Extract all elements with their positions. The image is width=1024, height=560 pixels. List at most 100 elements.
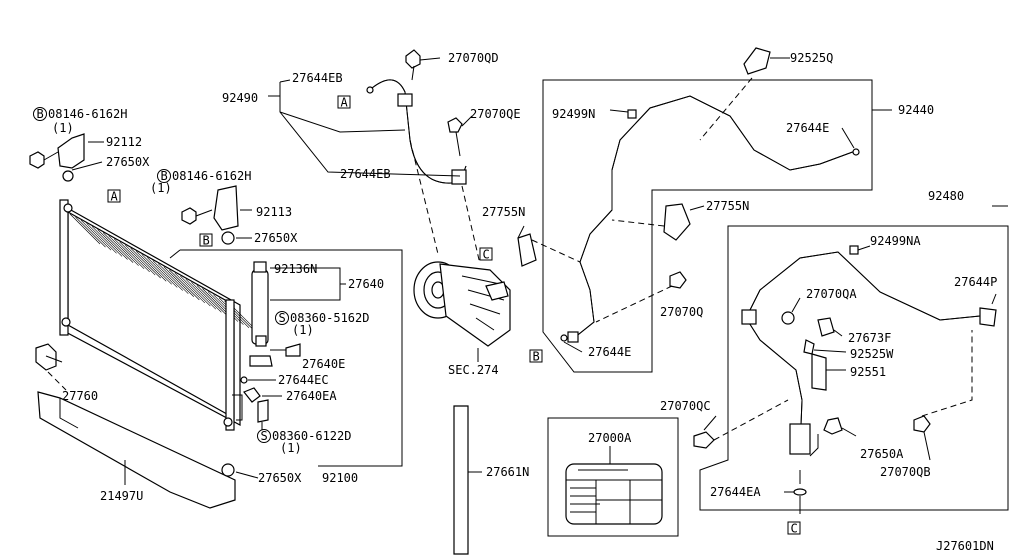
part-label: 27760 <box>62 389 98 403</box>
condenser-fin <box>174 272 206 304</box>
ref-box <box>529 349 543 363</box>
condenser-fin <box>185 278 217 310</box>
ref-letter: A <box>341 96 349 110</box>
caution-label-27000A <box>565 463 663 525</box>
part-label: 92490 <box>222 91 258 105</box>
ref-letter: B <box>203 234 210 248</box>
condenser-fin <box>108 235 139 266</box>
bracket-27760 <box>35 343 57 371</box>
part-label: 27644EB <box>292 71 343 85</box>
part-label: 27640E <box>302 357 345 371</box>
condenser-fin <box>191 282 222 313</box>
part-label: 27070QC <box>660 399 711 413</box>
part-label: 92113 <box>256 205 292 219</box>
ref-letter: C <box>483 248 490 262</box>
part-label: 27000A <box>588 431 632 445</box>
bolt-27070QD <box>405 49 421 69</box>
pipe-92440-frame <box>542 79 873 373</box>
part-label: 27640EA <box>286 389 337 403</box>
condenser-fin <box>180 275 211 307</box>
oring-27644EC <box>240 376 248 384</box>
condenser-fin <box>102 232 134 263</box>
part-label: 08360-5162D <box>290 311 369 325</box>
compressor-sec274 <box>413 261 511 362</box>
part-label: (1) <box>292 323 314 337</box>
clamp-27755N-2 <box>663 203 691 241</box>
part-label: 92480 <box>928 189 964 203</box>
condenser-fin <box>69 213 101 245</box>
bolt-08360-6122D <box>257 399 269 423</box>
part-label: 21497U <box>100 489 143 503</box>
part-label: 92100 <box>322 471 358 485</box>
ref-letter: C <box>791 522 798 536</box>
part-label: 92525Q <box>790 51 833 65</box>
bracket-92113 <box>213 185 239 231</box>
reference-markers: A A B B C C <box>107 95 801 536</box>
condenser-fin <box>158 263 189 294</box>
condenser-fin <box>141 254 172 285</box>
condenser-fin <box>97 229 128 260</box>
circle-mark-letter: B <box>161 169 168 183</box>
hose-92480-frame <box>699 225 1009 511</box>
part-label: 08360-6122D <box>272 429 351 443</box>
part-label: 27650X <box>258 471 302 485</box>
part-label: 27070QB <box>880 465 931 479</box>
diagram-code: J27601DN <box>936 539 994 553</box>
grommet-27650X <box>62 170 74 182</box>
bolt-27070QB <box>913 415 931 433</box>
bolt-27070QE <box>447 117 463 133</box>
part-label: 27070QE <box>470 107 521 121</box>
part-label: 27644EA <box>710 485 761 499</box>
ref-box <box>479 247 493 261</box>
part-label: 92499N <box>552 107 595 121</box>
part-label: 27650A <box>860 447 904 461</box>
part-label: 27644EC <box>278 373 329 387</box>
condenser-fin <box>152 260 183 291</box>
part-label: 08146-6162H <box>48 107 127 121</box>
bolt-08146-6162H-2 <box>181 207 213 225</box>
part-label: 27644P <box>954 275 997 289</box>
bracket-92525Q <box>743 47 771 75</box>
bolt-27070QC <box>693 431 715 449</box>
part-label: 27070Q <box>660 305 703 319</box>
condenser-fin <box>91 226 123 257</box>
condenser-fin <box>86 223 117 254</box>
part-label: 27755N <box>706 199 749 213</box>
ref-letter: B <box>533 350 540 364</box>
oring-27644EA <box>793 488 807 496</box>
ref-box <box>337 95 351 109</box>
part-label: 27070QA <box>806 287 857 301</box>
condenser-fin <box>147 257 178 288</box>
bolt-08146-6162H <box>29 151 59 169</box>
receiver-tank-27640 <box>249 261 346 367</box>
part-label: 27673F <box>848 331 891 345</box>
ref-box <box>787 521 801 535</box>
part-label: 27755N <box>482 205 525 219</box>
circle-mark <box>275 311 289 325</box>
condenser-fin <box>163 266 195 297</box>
condenser-fin <box>196 285 228 316</box>
part-label: 27070QD <box>448 51 499 65</box>
plug-27640EA <box>243 387 261 403</box>
condenser-fin <box>124 244 156 276</box>
clamp-27755N <box>517 233 537 267</box>
ref-letter: A <box>111 190 119 204</box>
grommet-27650X-3 <box>221 463 235 477</box>
condenser-fin <box>113 238 145 270</box>
part-label: 27661N <box>486 465 529 479</box>
part-label: (1) <box>150 181 172 195</box>
circle-mark <box>157 169 171 183</box>
part-label: 27640 <box>348 277 384 291</box>
duct-27661N <box>453 405 469 555</box>
condenser-fin <box>119 241 150 273</box>
condenser-fin <box>135 251 167 282</box>
nut-27650A <box>823 417 843 435</box>
part-label: (1) <box>280 441 302 455</box>
part-label: 27644E <box>786 121 829 135</box>
part-label: (1) <box>52 121 74 135</box>
circle-mark <box>257 429 271 443</box>
seal-27673F <box>817 317 835 337</box>
part-label: 92112 <box>106 135 142 149</box>
part-label: 27650X <box>254 231 298 245</box>
